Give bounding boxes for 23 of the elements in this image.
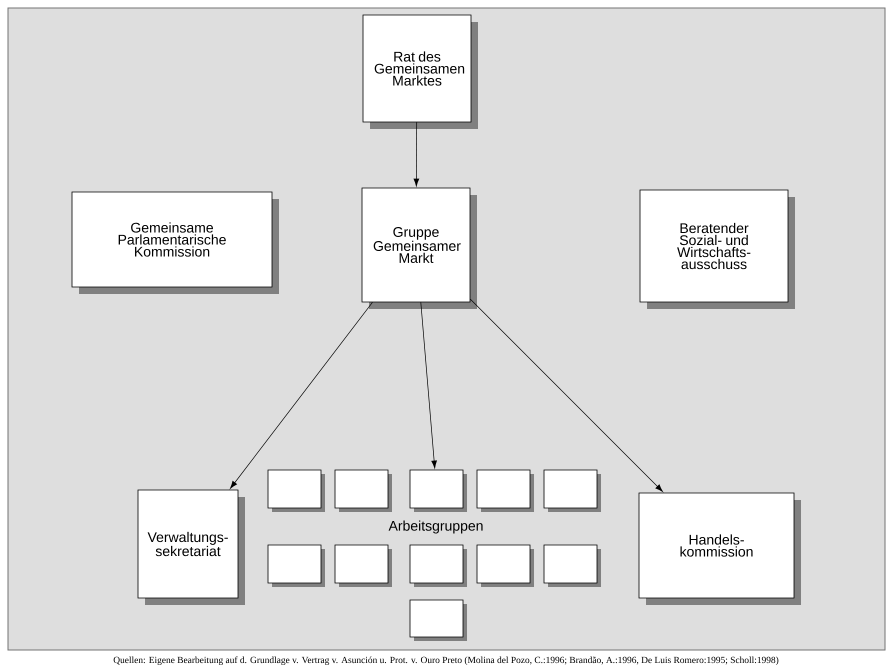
empty-box — [268, 544, 325, 587]
organ-box: Verwaltungs- sekretariat — [138, 490, 245, 605]
empty-box — [410, 600, 467, 641]
group-label: Arbeitsgruppen — [388, 520, 483, 534]
organ-box: Gemeinsame Parlamentarische Kommission — [72, 192, 279, 294]
arrow — [420, 302, 437, 468]
arrow — [230, 302, 373, 489]
empty-box — [334, 470, 392, 512]
organ-box: Beratender Sozial- und Wirtschafts- ausschuss — [640, 190, 795, 309]
arrow — [414, 122, 420, 186]
empty-box — [410, 544, 467, 587]
empty-box — [544, 470, 601, 512]
organ-box: Rat des Gemeinsamen Marktes — [362, 14, 478, 129]
empty-box — [544, 544, 601, 587]
source-caption: Quellen: Eigene Bearbeitung auf d. Grundlage v. Vertrag v. Asunción u. Prot. v. Ouro Preto (Molina del Pozo, C.:1996; Brandão, A.:1996, De Luis Romero:1995; Scholl:1998) — [114, 656, 778, 666]
arrow — [470, 298, 663, 492]
organ-box: Gruppe Gemeinsamer Markt — [362, 188, 477, 309]
empty-box — [476, 470, 534, 512]
organ-box: Handels- kommission — [638, 492, 801, 605]
empty-box — [268, 470, 325, 512]
empty-box — [410, 470, 467, 512]
empty-box — [476, 544, 534, 587]
empty-box — [334, 544, 392, 587]
